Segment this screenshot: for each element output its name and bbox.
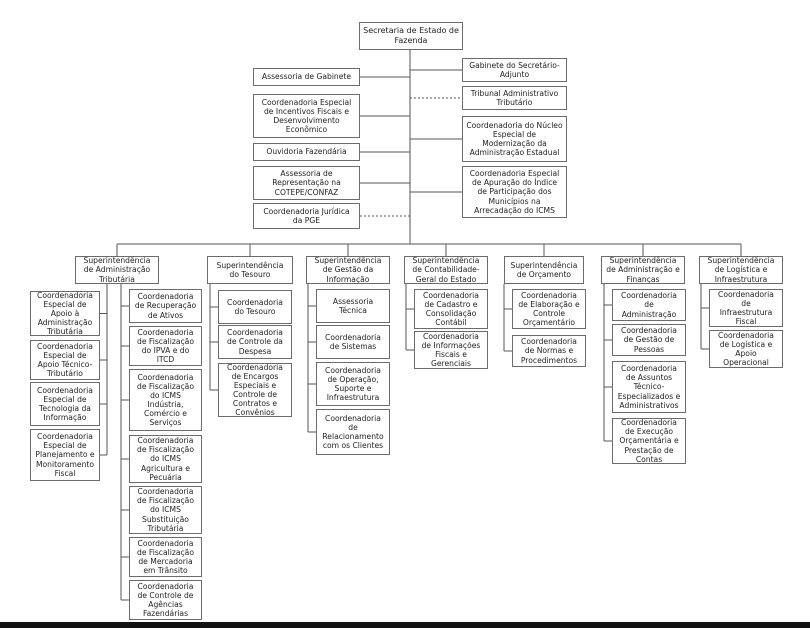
superintendency-box: Superintendência de Administração Tribut… <box>75 256 159 284</box>
coordination-box: Coordenadoria de Encargos Especiais e Co… <box>218 363 292 417</box>
right-unit-box: Coordenadoria Especial de Apuração do Ín… <box>462 166 567 218</box>
superintendency-box: Superintendência de Logística e Infraest… <box>699 256 783 284</box>
right-unit-box: Coordenadoria do Núcleo Especial de Mode… <box>462 116 567 162</box>
coordination-box: Coordenadoria de Fiscalização de Mercado… <box>129 537 202 577</box>
superintendency-box: Superintendência do Tesouro <box>207 256 293 284</box>
coordination-box: Coordenadoria de Assuntos Técnico- Espec… <box>612 361 686 413</box>
coordination-box: Coordenadoria de Cadastro e Consolidação… <box>414 289 488 329</box>
coordination-box: Coordenadoria Especial de Tecnologia da … <box>30 382 100 426</box>
left-unit-box: Assessoria de Representação na COTEPE/CO… <box>253 166 360 200</box>
secretary-box: Secretaria de Estado de Fazenda <box>359 22 463 50</box>
coordination-box: Assessoria Técnica <box>316 289 390 323</box>
bottom-border <box>0 622 810 628</box>
superintendency-box: Superintendência de Contabilidade- Geral… <box>404 256 488 284</box>
coordination-box: Coordenadoria de Relacionamento com os C… <box>316 409 390 455</box>
coordination-box: Coordenadoria Especial de Apoio à Admini… <box>30 291 100 336</box>
coordination-box: Coordenadoria Especial de Planejamento e… <box>30 429 100 481</box>
coordination-box: Coordenadoria do Tesouro <box>218 290 292 324</box>
left-unit-box: Coordenadoria Jurídica da PGE <box>253 203 360 229</box>
superintendency-box: Superintendência de Orçamento <box>504 256 584 284</box>
coordination-box: Coordenadoria de Controle de Agências Fa… <box>129 580 202 620</box>
coordination-box: Coordenadoria de Logística e Apoio Opera… <box>709 330 783 368</box>
coordination-box: Coordenadoria de Recuperação de Ativos <box>129 289 202 323</box>
coordination-box: Coordenadoria de Elaboração e Controle O… <box>512 289 586 329</box>
right-unit-box: Tribunal Administrativo Tributário <box>462 86 567 110</box>
superintendency-box: Superintendência de Administração e Fina… <box>601 256 685 284</box>
coordination-box: Coordenadoria Especial de Apoio Técnico-… <box>30 340 100 380</box>
coordination-box: Coordenadoria de Fiscalização do ICMS Ag… <box>129 435 202 483</box>
right-unit-box: Gabinete do Secretário- Adjunto <box>462 58 567 82</box>
coordination-box: Coordenadoria de Controle da Despesa <box>218 325 292 359</box>
coordination-box: Coordenadoria de Sistemas <box>316 325 390 359</box>
coordination-box: Coordenadoria de Fiscalização do IPVA e … <box>129 326 202 366</box>
left-unit-box: Assessoria de Gabinete <box>253 68 360 86</box>
coordination-box: Coordenadoria de Gestão de Pessoas <box>612 324 686 356</box>
left-unit-box: Ouvidoria Fazendária <box>253 143 360 161</box>
coordination-box: Coordenadoria de Infraestrutura Fiscal <box>709 289 783 327</box>
coordination-box: Coordenadoria de Execução Orçamentária e… <box>612 418 686 464</box>
coordination-box: Coordenadoria de Normas e Procedimentos <box>512 335 586 367</box>
coordination-box: Coordenadoria de Fiscalização do ICMS Su… <box>129 486 202 534</box>
left-unit-box: Coordenadoria Especial de Incentivos Fis… <box>253 94 360 138</box>
coordination-box: Coordenadoria de Informações Fiscais e G… <box>414 331 488 369</box>
superintendency-box: Superintendência de Gestão da Informação <box>306 256 390 284</box>
coordination-box: Coordenadoria de Fiscalização do ICMS In… <box>129 369 202 431</box>
coordination-box: Coordenadoria de Operação, Suporte e Inf… <box>316 362 390 406</box>
coordination-box: Coordenadoria de Administração <box>612 289 686 321</box>
